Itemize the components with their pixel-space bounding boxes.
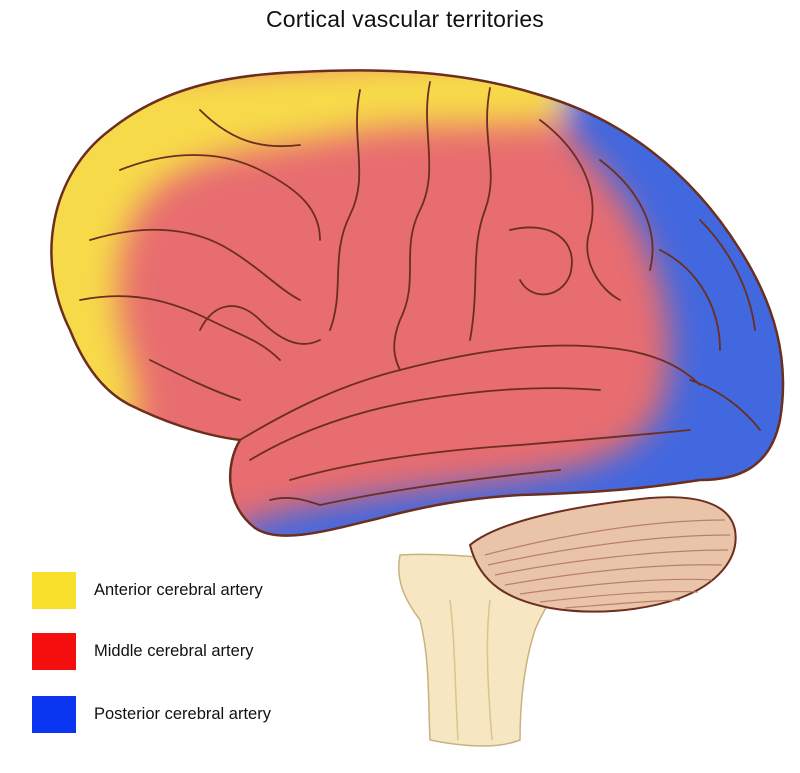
gyri-lines xyxy=(79,81,761,506)
legend-swatch-posterior xyxy=(32,696,76,733)
cerebellum xyxy=(468,496,737,613)
legend-swatch-middle xyxy=(32,633,76,670)
legend-label-anterior: Anterior cerebral artery xyxy=(94,581,263,599)
diagram-title: Cortical vascular territories xyxy=(265,6,545,32)
legend-item-middle: Middle cerebral artery xyxy=(32,633,452,673)
cortex-outline xyxy=(50,69,785,537)
legend-item-anterior: Anterior cerebral artery xyxy=(32,572,452,612)
legend-item-posterior: Posterior cerebral artery xyxy=(32,696,452,736)
legend-swatch-anterior xyxy=(32,572,76,609)
legend-label-middle: Middle cerebral artery xyxy=(94,642,254,660)
legend-label-posterior: Posterior cerebral artery xyxy=(94,705,271,723)
